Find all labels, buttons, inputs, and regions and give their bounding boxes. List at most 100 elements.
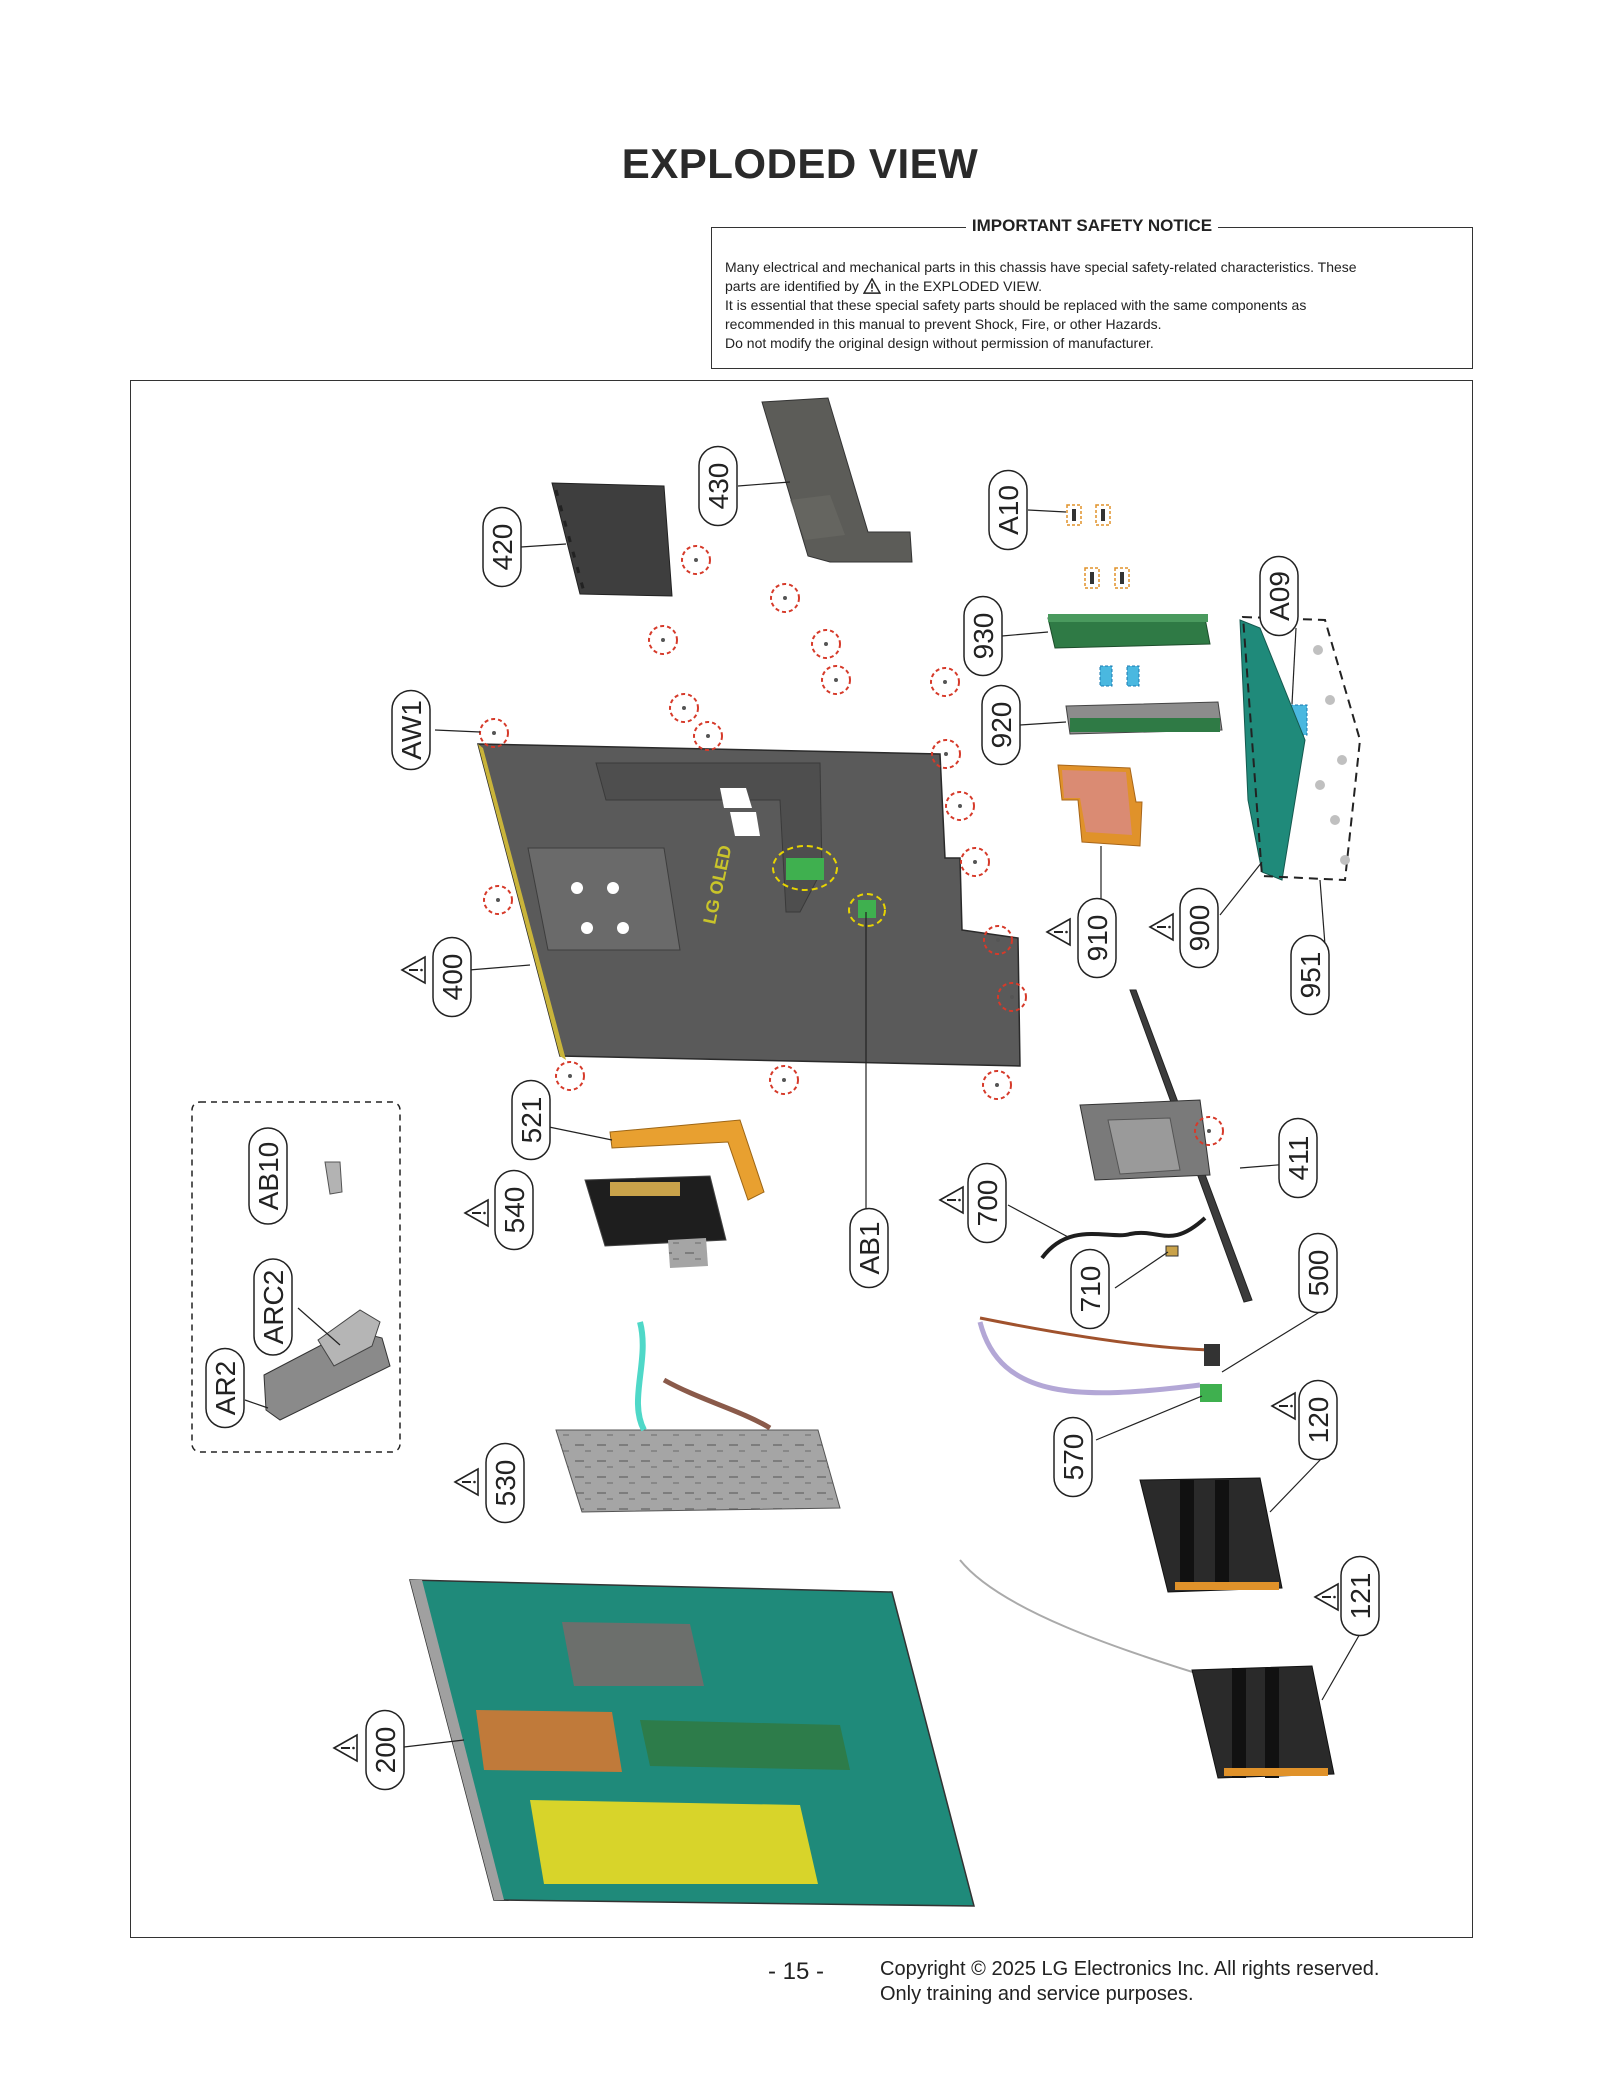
notice-line-2-start: parts are identified by	[725, 278, 859, 294]
part-label-ab10: AB10	[248, 1127, 288, 1225]
part-label-text: AB1	[854, 1222, 885, 1275]
notice-line-5: Do not modify the original design withou…	[725, 335, 1154, 351]
page-number: - 15 -	[768, 1958, 825, 1985]
part-label-521: 521	[511, 1079, 551, 1161]
part-label-text: 710	[1075, 1266, 1106, 1313]
part-label-text: 530	[490, 1460, 521, 1507]
part-label-text: 951	[1295, 952, 1326, 999]
part-500-cable	[977, 1316, 1222, 1402]
part-label-aw1: AW1	[391, 689, 431, 771]
part-label-a09: A09	[1259, 555, 1299, 637]
part-900-board	[1239, 619, 1306, 881]
part-label-text: 700	[972, 1180, 1003, 1227]
part-label-text: 540	[499, 1187, 530, 1234]
part-label-text: 411	[1283, 1136, 1314, 1181]
part-label-500: 500	[1298, 1232, 1338, 1314]
part-label-a10: A10	[988, 469, 1028, 551]
part-label-text: 200	[370, 1727, 401, 1774]
warning-triangle-icon	[1045, 917, 1071, 947]
copyright-line-2: Only training and service purposes.	[880, 1983, 1194, 2005]
exploded-view-frame	[130, 380, 1473, 1938]
part-920-bracket	[1065, 701, 1223, 735]
warning-triangle-icon	[1148, 912, 1174, 942]
part-430-back-cover	[761, 397, 913, 563]
part-521-heatpipe	[609, 1119, 765, 1201]
part-label-text: A09	[1264, 571, 1295, 621]
copyright-notice: Copyright © 2025 LG Electronics Inc. All…	[880, 1957, 1379, 2007]
part-label-text: 920	[986, 702, 1017, 749]
part-label-text: AR2	[210, 1361, 241, 1415]
part-label-400: 400	[432, 936, 472, 1018]
part-label-910: 910	[1077, 897, 1117, 979]
part-label-540: 540	[494, 1169, 534, 1251]
warning-triangle-icon	[332, 1733, 358, 1763]
safety-notice-body: Many electrical and mechanical parts in …	[725, 258, 1459, 353]
part-label-text: AB10	[253, 1142, 284, 1211]
part-951-sheet	[1241, 615, 1362, 882]
page-title: EXPLODED VIEW	[621, 140, 979, 187]
part-420-cover-plate	[551, 482, 673, 597]
safety-notice-title-text: IMPORTANT SAFETY NOTICE	[965, 216, 1219, 235]
warning-triangle-icon	[862, 278, 881, 294]
copyright-line-1: Copyright © 2025 LG Electronics Inc. All…	[880, 1958, 1380, 1980]
part-label-text: 900	[1184, 905, 1215, 952]
part-label-text: 120	[1303, 1397, 1334, 1444]
part-label-430: 430	[698, 445, 738, 527]
part-200-panel	[409, 1579, 975, 1907]
warning-triangle-icon	[453, 1467, 479, 1497]
part-label-text: 420	[487, 524, 518, 571]
part-700-cable	[1040, 1216, 1207, 1260]
part-label-text: 521	[516, 1097, 547, 1144]
part-label-text: A10	[993, 485, 1024, 535]
part-540-board	[584, 1175, 727, 1268]
part-label-arc2: ARC2	[253, 1258, 293, 1356]
notice-line-3: It is essential that these special safet…	[725, 297, 1307, 313]
part-label-120: 120	[1298, 1379, 1338, 1461]
part-label-530: 530	[485, 1442, 525, 1524]
part-530-main-board	[555, 1321, 841, 1513]
part-710-connector	[1165, 1245, 1179, 1257]
part-a10-screws	[1066, 504, 1130, 589]
part-label-700: 700	[967, 1162, 1007, 1244]
safety-notice-title: IMPORTANT SAFETY NOTICE	[712, 216, 1472, 236]
part-label-710: 710	[1070, 1248, 1110, 1330]
warning-triangle-icon	[938, 1185, 964, 1215]
part-411-bracket	[1079, 989, 1253, 1303]
part-label-text: 570	[1058, 1434, 1089, 1481]
warning-triangle-icon	[1270, 1391, 1296, 1421]
part-label-text: 930	[968, 613, 999, 660]
part-400-back-panel: LG OLED	[477, 743, 1021, 1067]
safety-warning-icons	[332, 912, 1339, 1763]
part-label-text: ARC2	[258, 1270, 289, 1345]
notice-line-2: parts are identified by in the EXPLODED V…	[725, 277, 1459, 296]
screw-callouts	[479, 545, 1224, 1146]
part-label-text: 500	[1303, 1250, 1334, 1297]
part-label-900: 900	[1179, 887, 1219, 969]
part-label-930: 930	[963, 595, 1003, 677]
part-930-bracket	[1047, 614, 1211, 649]
part-label-951: 951	[1290, 934, 1330, 1016]
part-label-570: 570	[1053, 1416, 1093, 1498]
part-label-121: 121	[1340, 1555, 1380, 1637]
part-910-board	[1057, 764, 1143, 847]
warning-triangle-icon	[400, 955, 426, 985]
remote-accessory-group	[191, 1101, 401, 1453]
part-label-ar2: AR2	[205, 1347, 245, 1429]
notice-line-2-end: in the EXPLODED VIEW.	[884, 278, 1043, 294]
part-label-ab1: AB1	[849, 1207, 889, 1289]
notice-line-4: recommended in this manual to prevent Sh…	[725, 316, 1162, 332]
part-label-text: 430	[703, 463, 734, 510]
part-label-text: 910	[1082, 915, 1113, 962]
part-label-text: 400	[437, 954, 468, 1001]
part-121-speaker	[959, 1559, 1335, 1779]
part-label-text: AW1	[396, 700, 427, 760]
warning-triangle-icon	[1313, 1582, 1339, 1612]
part-120-speaker	[1139, 1477, 1283, 1593]
notice-line-1: Many electrical and mechanical parts in …	[725, 259, 1357, 275]
part-label-411: 411	[1278, 1117, 1318, 1199]
warning-triangle-icon	[463, 1198, 489, 1228]
part-label-text: 121	[1345, 1573, 1376, 1620]
safety-notice-box: IMPORTANT SAFETY NOTICE Many electrical …	[711, 216, 1473, 369]
